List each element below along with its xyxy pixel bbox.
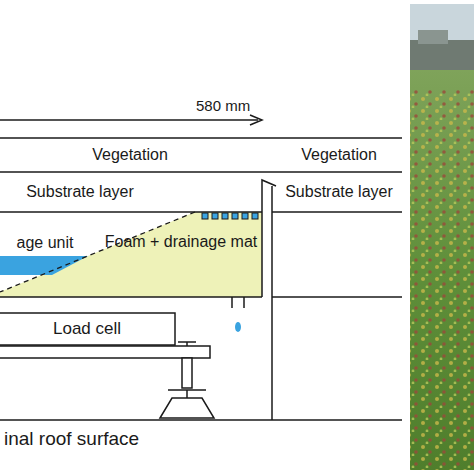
substrate-layer: Substrate layer (276, 176, 402, 208)
layer-label: Vegetation (92, 146, 168, 164)
roof-surface-label: inal roof surface (4, 428, 139, 450)
foam-region (0, 212, 262, 297)
load-cell-box: Load cell (0, 314, 174, 344)
substrate-layer: Substrate layer (0, 176, 160, 208)
vegetation-layer: Vegetation (276, 140, 402, 170)
stored-water (0, 256, 88, 275)
vegetation-layer: Vegetation (40, 140, 220, 170)
layer-lines (0, 138, 402, 420)
layer-label: Vegetation (301, 146, 377, 164)
drain-outlet (232, 297, 244, 332)
drainage-unit: age unit (0, 232, 90, 254)
roof-photo (410, 4, 474, 470)
layer-label: Foam + drainage mat (105, 233, 258, 251)
layer-label: Load cell (53, 320, 121, 338)
layer-label: Substrate layer (285, 183, 393, 201)
perforations (202, 213, 258, 219)
dimension-arrow (0, 115, 262, 125)
dimension-label: 580 mm (196, 97, 250, 114)
load-cell-support (0, 313, 214, 418)
layer-label: age unit (17, 234, 74, 252)
foam-drainage-mat: Foam + drainage mat (100, 228, 262, 256)
layer-label: Substrate layer (26, 183, 134, 201)
dashed-slope (0, 212, 195, 292)
